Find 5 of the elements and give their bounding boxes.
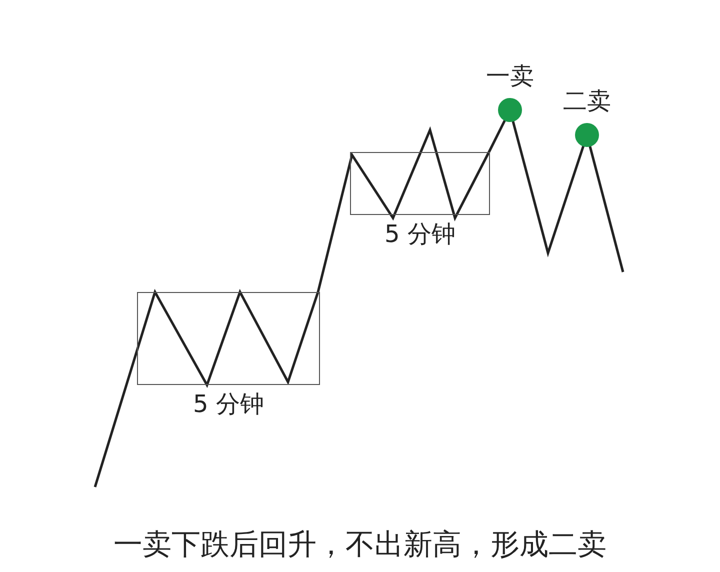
point-label: 一卖 <box>486 61 534 92</box>
point-label: 二卖 <box>563 86 611 117</box>
caption: 一卖下跌后回升，不出新高，形成二卖 <box>112 526 608 563</box>
box-label: 5 分钟 <box>384 219 456 250</box>
box-label: 5 分钟 <box>192 389 265 420</box>
